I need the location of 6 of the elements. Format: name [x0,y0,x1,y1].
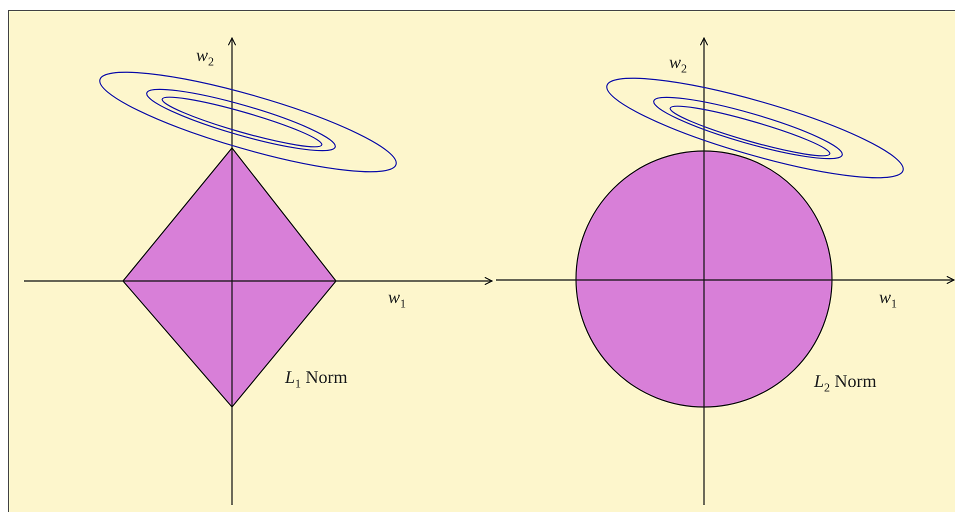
axis-label: w$_{2}$ [196,46,214,68]
axis-label: w$_{2}$ [669,53,688,75]
axis-label: w$_{1}$ [879,288,898,310]
axis-label: L$_{1}$ Norm [285,368,348,390]
axis-label: L$_{2}$ Norm [814,372,877,394]
axis-label: w$_{1}$ [388,288,406,310]
